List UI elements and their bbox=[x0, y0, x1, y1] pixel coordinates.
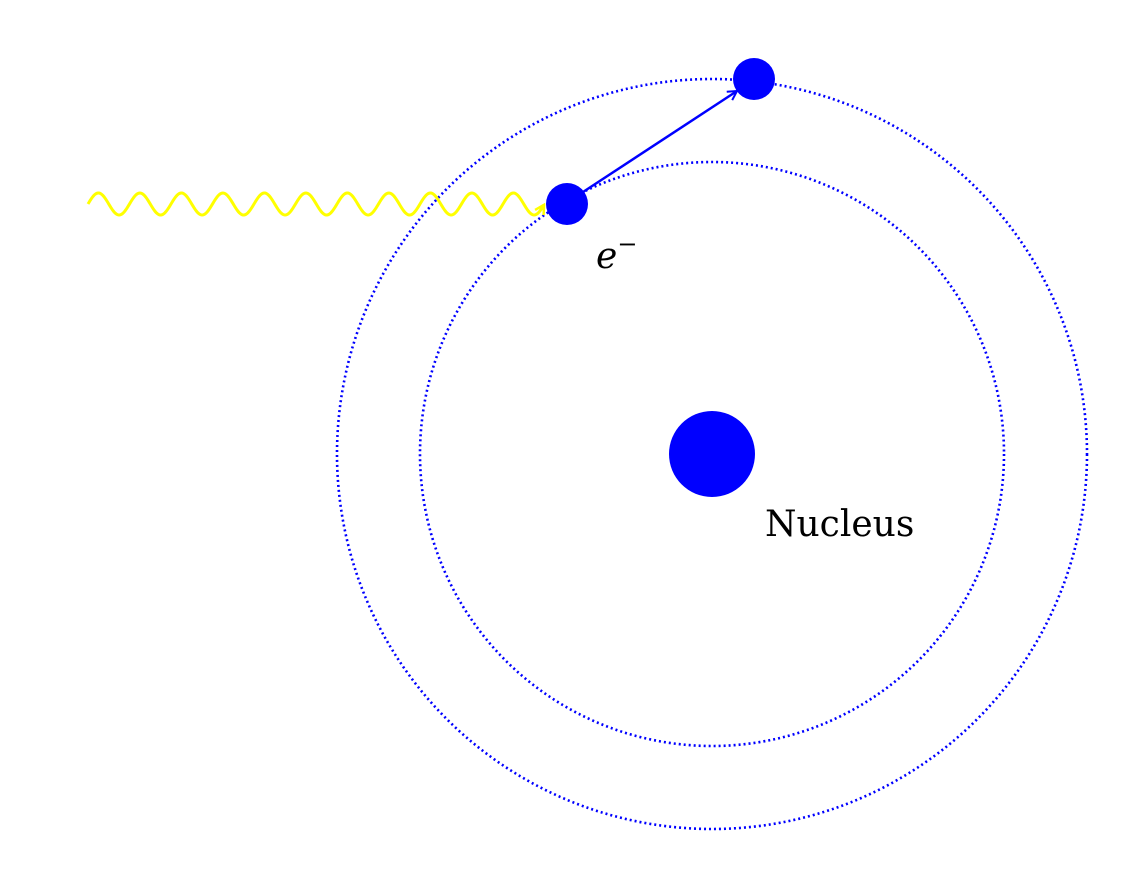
photon-wave bbox=[86, 191, 544, 217]
electron-inner bbox=[546, 183, 588, 225]
electron-label-superscript: − bbox=[617, 230, 637, 258]
outer-orbit bbox=[335, 77, 1089, 831]
transition-arrow bbox=[582, 91, 737, 194]
electron-label-base: e bbox=[596, 236, 617, 277]
nucleus-label: Nucleus bbox=[765, 504, 914, 545]
nucleus bbox=[669, 411, 755, 497]
electron-outer bbox=[733, 58, 775, 100]
inner-orbit bbox=[418, 160, 1006, 748]
electron-label: e− bbox=[596, 230, 637, 277]
